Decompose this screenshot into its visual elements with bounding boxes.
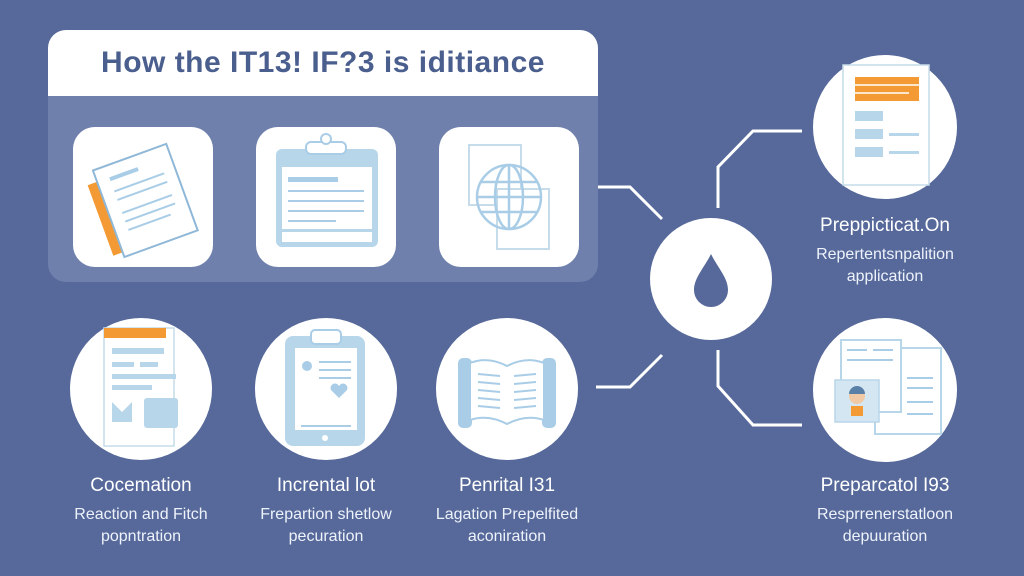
clipboard-icon	[276, 133, 378, 247]
label-penrital: Penrital I31 Lagation Prepelfited aconir…	[412, 474, 602, 548]
node-desc-line2: popntration	[100, 528, 182, 545]
node-desc-line1: Reaction and Fitch	[74, 506, 208, 523]
label-incrental: Incrental lot Frepartion shetlow pecurat…	[231, 474, 421, 548]
label-preparcatol: Preparcatol I93 Resprrenerstatloon depuu…	[790, 474, 980, 548]
node-incrental[interactable]	[255, 318, 397, 460]
node-preppicticat[interactable]	[813, 55, 957, 199]
node-desc-line2: aconiration	[467, 528, 547, 545]
form-document-icon	[842, 64, 930, 186]
id-profile-document-icon	[834, 339, 942, 435]
tile-globe[interactable]	[439, 127, 579, 267]
document-layout-icon	[103, 327, 178, 447]
tile-documents[interactable]	[73, 127, 213, 267]
node-desc-line2: application	[846, 268, 924, 285]
node-desc-line1: Frepartion shetlow	[260, 506, 392, 523]
open-book-icon	[458, 358, 556, 428]
node-desc-line2: depuuration	[842, 528, 928, 545]
tile-clipboard[interactable]	[256, 127, 396, 267]
node-desc-line2: pecuration	[288, 528, 364, 545]
node-heading: Penrital I31	[458, 475, 556, 496]
node-preparcatol[interactable]	[813, 318, 957, 462]
documents-folder-icon	[87, 142, 199, 259]
label-preppicticat: Preppicticat.On Repertentsnpalition appl…	[790, 214, 980, 288]
globe-document-icon	[468, 144, 550, 250]
label-cocemation: Cocemation Reaction and Fitch popntratio…	[46, 474, 236, 548]
clipboard-heart-icon	[285, 329, 365, 446]
hub-node[interactable]	[650, 218, 772, 340]
node-desc-line1: Lagation Prepelfited	[435, 506, 579, 523]
node-heading: Preppicticat.On	[820, 215, 950, 236]
node-penrital[interactable]	[436, 318, 578, 460]
node-desc-line1: Resprrenerstatloon	[816, 506, 954, 523]
title-bar: How the IT13! IF?3 is iditiance	[48, 30, 598, 96]
node-cocemation[interactable]	[70, 318, 212, 460]
node-heading: Preparcatol I93	[820, 475, 950, 496]
node-heading: Cocemation	[90, 475, 192, 496]
node-desc-line1: Repertentsnpalition	[816, 246, 954, 263]
water-drop-icon	[694, 254, 728, 307]
node-heading: Incrental lot	[276, 475, 376, 496]
page-title: How the IT13! IF?3 is iditiance	[101, 46, 545, 79]
